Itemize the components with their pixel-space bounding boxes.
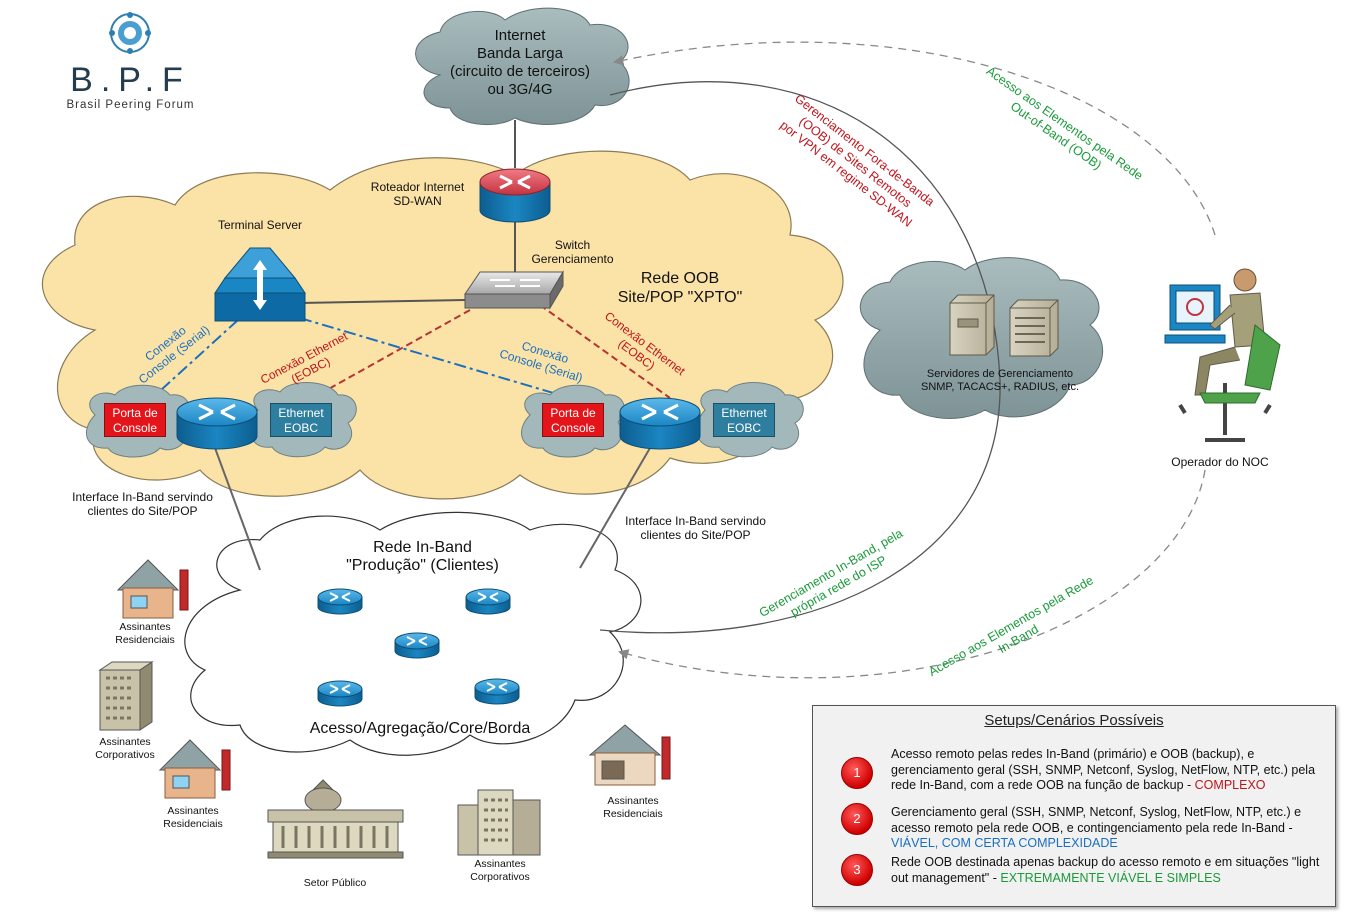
oob-access-arc bbox=[612, 41, 1216, 236]
inband-network-label: Rede In-Band"Produção" (Clientes) bbox=[346, 539, 499, 574]
inband-network-bottom-label: Acesso/Agregação/Core/Borda bbox=[309, 720, 531, 737]
scenario-highlight: COMPLEXO bbox=[1194, 778, 1266, 792]
terminal-server-icon bbox=[214, 247, 306, 322]
terminal-switch-link bbox=[299, 299, 466, 304]
scenario-highlight: VIÁVEL, COM CERTA COMPLEXIDADE bbox=[891, 836, 1118, 850]
government-building-icon bbox=[267, 779, 404, 859]
server-icon bbox=[1009, 299, 1059, 357]
inband-router-icon bbox=[474, 678, 520, 705]
oob-mgmt-arc bbox=[599, 81, 1001, 634]
noc-operator-label: Operador do NOC bbox=[1171, 455, 1269, 469]
ethernet-link-right bbox=[539, 304, 671, 399]
house-icon bbox=[158, 739, 231, 799]
customer-government-label: Setor Público bbox=[303, 877, 367, 889]
scenario-text: Acesso remoto pelas redes In-Band (primá… bbox=[891, 747, 1316, 792]
inband-router-icon bbox=[317, 680, 363, 707]
scenario-highlight: EXTREMAMENTE VIÁVEL E SIMPLES bbox=[1000, 870, 1221, 885]
terminal-server-label: Terminal Server bbox=[217, 218, 303, 232]
server-icon bbox=[949, 294, 995, 356]
scenario-badge: 1 bbox=[841, 757, 873, 789]
inband-access-arc bbox=[617, 469, 1206, 679]
scenario-text: Rede OOB destinada apenas backup do aces… bbox=[891, 855, 1320, 885]
corporate-building-icon bbox=[457, 789, 541, 856]
setups-title: Setups/Cenários Possíveis bbox=[984, 712, 1164, 729]
scenario-text: Gerenciamento geral (SSH, SNMP, Netconf,… bbox=[891, 805, 1302, 850]
internet-router-icon bbox=[479, 168, 551, 223]
bpf-logo-icon bbox=[109, 12, 151, 54]
console-link-right bbox=[299, 317, 561, 396]
inband-link-right bbox=[579, 447, 651, 569]
bpf-logo-brand: B.P.F bbox=[70, 61, 191, 99]
scenario-badge: 3 bbox=[841, 854, 873, 886]
inband-link-left bbox=[214, 447, 261, 571]
switch-icon bbox=[464, 270, 564, 310]
house-icon bbox=[588, 724, 671, 786]
house-icon bbox=[116, 559, 189, 619]
right-site-router-icon bbox=[619, 397, 701, 450]
setups-panel: Setups/Cenários Possíveis 1 Acesso remot… bbox=[812, 705, 1336, 907]
bpf-logo-subtitle: Brasil Peering Forum bbox=[66, 99, 195, 111]
noc-operator-icon bbox=[1164, 268, 1281, 442]
console-link-left bbox=[149, 319, 239, 401]
scenario-badge: 2 bbox=[841, 803, 873, 835]
inband-router-icon bbox=[317, 588, 363, 615]
inband-router-icon bbox=[394, 632, 440, 659]
inband-router-icon bbox=[465, 588, 511, 615]
corporate-building-icon bbox=[98, 661, 154, 731]
left-site-router-icon bbox=[176, 397, 258, 450]
